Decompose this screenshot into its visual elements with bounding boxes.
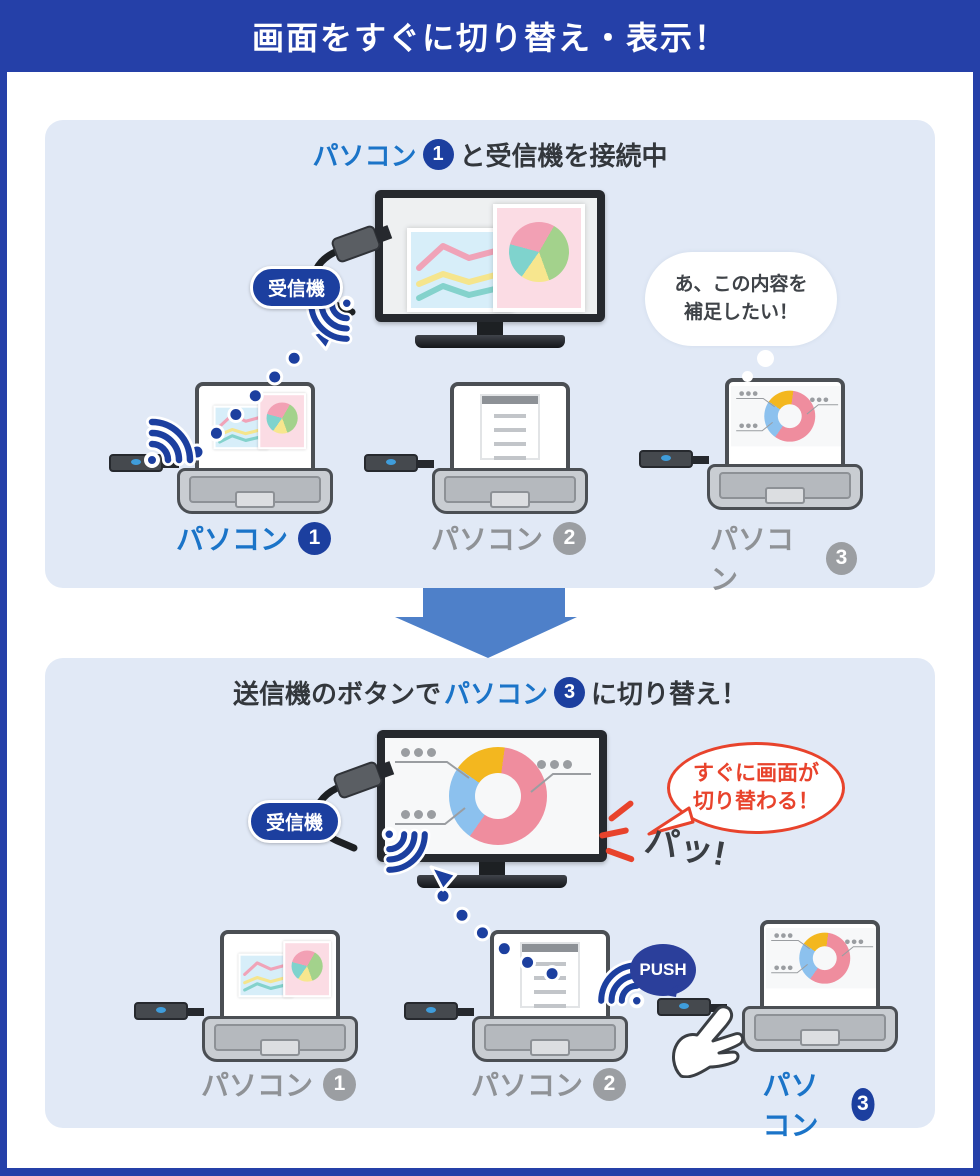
tv-screen xyxy=(383,198,597,314)
push-hand-icon xyxy=(672,1005,745,1078)
laptop-base xyxy=(432,468,588,514)
thought-bubble-dot xyxy=(757,350,774,367)
laptop-pc2 xyxy=(364,382,590,516)
donut-chart-graphic xyxy=(731,386,841,447)
receiver-label-badge: 受信機 xyxy=(248,800,342,843)
speech-line1: すぐに画面が xyxy=(693,761,819,785)
pie-chart-graphic xyxy=(283,941,332,998)
presentation-slides-graphic xyxy=(383,198,597,314)
laptop-pc3 xyxy=(639,378,865,512)
presentation-slides-graphic xyxy=(226,938,336,998)
transmitter-dongle-icon xyxy=(639,450,709,468)
wifi-icon xyxy=(144,416,196,468)
receiver-label-badge: 受信機 xyxy=(250,266,344,309)
tv-frame xyxy=(375,190,605,322)
panel2-heading-pre: 送信機のボタンで xyxy=(232,679,441,709)
tv-stand-base xyxy=(417,875,567,888)
label-pc3: パソコン 3 xyxy=(763,1064,878,1144)
speech-bubble: すぐに画面が 切り替わる！ xyxy=(667,742,845,834)
emphasis-lines xyxy=(607,799,635,823)
arrow-down-icon xyxy=(395,588,577,658)
wifi-icon xyxy=(381,826,431,876)
thought-line1: あ、この内容を xyxy=(674,273,808,295)
transmitter-dongle-icon xyxy=(404,1002,474,1020)
tv-screen xyxy=(385,738,599,854)
laptop-base xyxy=(177,468,333,514)
donut-chart-graphic xyxy=(766,928,876,989)
label-pc1: パソコン 1 xyxy=(176,518,334,558)
laptop-pc1 xyxy=(134,930,360,1064)
laptop-base xyxy=(472,1016,628,1062)
label-pc2: パソコン 2 xyxy=(471,1064,629,1104)
laptop-screen xyxy=(760,920,880,1010)
pie-chart-graphic xyxy=(258,393,307,450)
presentation-slides-graphic xyxy=(201,390,311,450)
thought-bubble: あ、この内容を 補足したい！ xyxy=(645,252,837,346)
panel1-heading-rest: と受信機を接続中 xyxy=(459,141,668,171)
transmitter-dongle-icon xyxy=(134,1002,204,1020)
panel-after-switch: 送信機のボタンで パソコン 3 に切り替え！ xyxy=(45,658,935,1141)
transmitter-dongle-icon xyxy=(364,454,434,472)
laptop-screen xyxy=(195,382,315,472)
laptop-screen xyxy=(450,382,570,472)
thought-line2: 補足したい！ xyxy=(683,302,798,323)
pc2-number-badge: 2 xyxy=(553,521,587,555)
panel2-heading-pc: パソコン xyxy=(443,679,548,709)
panel1-heading-pc: パソコン xyxy=(312,141,417,171)
panel1-heading: パソコン 1 と受信機を接続中 xyxy=(45,136,935,173)
pc1-number-badge: 1 xyxy=(422,139,454,170)
panel2-heading: 送信機のボタンで パソコン 3 に切り替え！ xyxy=(45,674,935,711)
pc1-number-badge: 1 xyxy=(323,1067,357,1101)
content-area: パソコン 1 と受信機を接続中 xyxy=(7,72,973,1168)
tv-monitor xyxy=(375,190,605,348)
laptop-pc3 xyxy=(740,920,900,1054)
thought-bubble-dot xyxy=(742,371,753,382)
emphasis-lines xyxy=(604,847,636,863)
speech-bubble-tail xyxy=(647,806,695,836)
push-bubble: PUSH xyxy=(630,944,696,996)
speech-line2: 切り替わる！ xyxy=(693,790,819,813)
pc2-number-badge: 2 xyxy=(593,1067,627,1101)
pc3-number-badge: 3 xyxy=(825,541,857,575)
tv-stand-neck xyxy=(477,322,503,335)
tv-stand-base xyxy=(415,335,565,348)
panel-before-switch: パソコン 1 と受信機を接続中 xyxy=(45,120,935,595)
laptop-screen xyxy=(220,930,340,1020)
label-pc2: パソコン 2 xyxy=(431,518,589,558)
laptop-base xyxy=(707,464,863,510)
donut-chart-graphic xyxy=(385,738,599,854)
document-graphic xyxy=(480,394,540,460)
pie-chart-graphic xyxy=(493,204,585,312)
pc3-number-badge: 3 xyxy=(851,1087,875,1121)
title-banner: 画面をすぐに切り替え・表示！ xyxy=(0,0,980,72)
pc1-number-badge: 1 xyxy=(298,521,332,555)
label-pc1: パソコン 1 xyxy=(201,1064,359,1104)
page-title: 画面をすぐに切り替え・表示！ xyxy=(251,20,728,56)
label-pc3: パソコン 3 xyxy=(710,518,860,598)
tv-stand-neck xyxy=(479,862,505,875)
pie-graphic xyxy=(509,222,569,282)
laptop-screen xyxy=(725,378,845,468)
laptop-base xyxy=(742,1006,898,1052)
document-graphic xyxy=(520,942,580,1008)
pc3-number-badge: 3 xyxy=(554,677,585,708)
laptop-base xyxy=(202,1016,358,1062)
panel2-heading-rest: に切り替え！ xyxy=(591,679,748,709)
